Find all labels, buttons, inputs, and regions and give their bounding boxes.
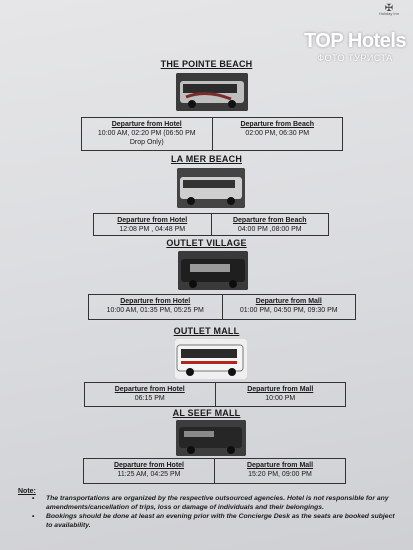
hotel-departure-times: 12:08 PM , 04:48 PM bbox=[119, 226, 186, 233]
return-departure-times: 15:20 PM, 09:00 PM bbox=[248, 471, 312, 478]
section-title-la-mer-beach: LA MER BEACH bbox=[170, 154, 243, 164]
hotel-logo: ✠ Holiday Inn bbox=[371, 3, 407, 17]
note-label: Note: bbox=[18, 488, 36, 495]
watermark-main: TOP Hotels bbox=[303, 30, 407, 52]
return-departure-header: Departure from Beach bbox=[232, 217, 307, 224]
schedule-table-pointe-beach: Departure from Hotel 10:00 AM, 02:20 PM … bbox=[81, 117, 343, 151]
hotel-departure-times: 06:15 PM bbox=[134, 395, 165, 402]
hotel-departure-cell: Departure from Hotel 12:08 PM , 04:48 PM bbox=[94, 214, 211, 235]
hotel-departure-times: 10:00 AM, 01:35 PM, 05:25 PM bbox=[106, 307, 204, 314]
return-departure-cell: Departure from Mall 01:00 PM, 04:50 PM, … bbox=[221, 295, 356, 319]
hotel-departure-times: 11:25 AM, 04:25 PM bbox=[117, 471, 181, 478]
return-departure-cell: Departure from Beach 04:00 PM ,08:00 PM bbox=[210, 214, 329, 235]
schedule-table-al-seef-mall: Departure from Hotel 11:25 AM, 04:25 PM … bbox=[83, 458, 346, 484]
hotel-departure-cell: Departure from Hotel 11:25 AM, 04:25 PM bbox=[84, 459, 214, 483]
hotel-departure-times-cont: Drop Only) bbox=[129, 139, 164, 146]
bus-photo-outlet-village bbox=[178, 251, 248, 290]
hotel-departure-header: Departure from Hotel bbox=[120, 298, 191, 305]
notes-list: The transportations are organized by the… bbox=[30, 495, 402, 531]
bus-photo-la-mer-beach bbox=[177, 168, 245, 208]
section-title-outlet-mall: OUTLET MALL bbox=[173, 326, 240, 336]
return-departure-times: 10:00 PM bbox=[265, 395, 296, 402]
return-departure-header: Departure from Beach bbox=[240, 121, 315, 128]
hotel-departure-header: Departure from Hotel bbox=[117, 217, 188, 224]
bus-photo-al-seef-mall bbox=[176, 420, 246, 456]
bus-photo-pointe-beach bbox=[176, 73, 248, 111]
tophotels-watermark: TOP Hotels ФОТО ТУРИСТА bbox=[301, 30, 409, 84]
return-departure-cell: Departure from Beach 02:00 PM, 06:30 PM bbox=[211, 118, 343, 150]
return-departure-header: Departure from Mall bbox=[255, 298, 322, 305]
hotel-departure-times: 10:00 AM, 02:20 PM (06:50 PM bbox=[97, 130, 196, 137]
section-title-outlet-village: OUTLET VILLAGE bbox=[166, 238, 247, 248]
return-departure-times: 02:00 PM, 06:30 PM bbox=[245, 130, 310, 137]
hotel-departure-header: Departure from Hotel bbox=[111, 121, 182, 128]
hotel-departure-cell: Departure from Hotel 10:00 AM, 01:35 PM,… bbox=[89, 295, 222, 319]
watermark-sub: ФОТО ТУРИСТА bbox=[317, 53, 393, 63]
hotel-departure-header: Departure from Hotel bbox=[114, 386, 185, 393]
hotel-departure-header: Departure from Hotel bbox=[113, 462, 184, 469]
hotel-departure-cell: Departure from Hotel 10:00 AM, 02:20 PM … bbox=[82, 118, 212, 150]
return-departure-header: Departure from Mall bbox=[246, 462, 314, 469]
schedule-table-outlet-village: Departure from Hotel 10:00 AM, 01:35 PM,… bbox=[88, 294, 356, 320]
return-departure-times: 04:00 PM ,08:00 PM bbox=[237, 226, 302, 233]
note-item: Bookings should be done at least an even… bbox=[30, 513, 402, 530]
bus-photo-outlet-mall bbox=[175, 339, 247, 379]
note-item: The transportations are organized by the… bbox=[30, 495, 402, 512]
schedule-table-outlet-mall: Departure from Hotel 06:15 PM Departure … bbox=[84, 382, 346, 407]
section-title-pointe-beach: THE POINTE BEACH bbox=[160, 59, 253, 69]
hotel-departure-cell: Departure from Hotel 06:15 PM bbox=[85, 383, 215, 406]
hotel-logo-mark-icon: ✠ bbox=[384, 3, 394, 14]
schedule-table-la-mer-beach: Departure from Hotel 12:08 PM , 04:48 PM… bbox=[93, 213, 329, 236]
return-departure-header: Departure from Mall bbox=[247, 386, 314, 393]
section-title-al-seef-mall: AL SEEF MALL bbox=[172, 408, 241, 418]
return-departure-cell: Departure from Mall 10:00 PM bbox=[214, 383, 346, 406]
return-departure-times: 01:00 PM, 04:50 PM, 09:30 PM bbox=[239, 307, 338, 314]
hotel-logo-text: Holiday Inn bbox=[378, 11, 399, 16]
return-departure-cell: Departure from Mall 15:20 PM, 09:00 PM bbox=[214, 459, 345, 483]
